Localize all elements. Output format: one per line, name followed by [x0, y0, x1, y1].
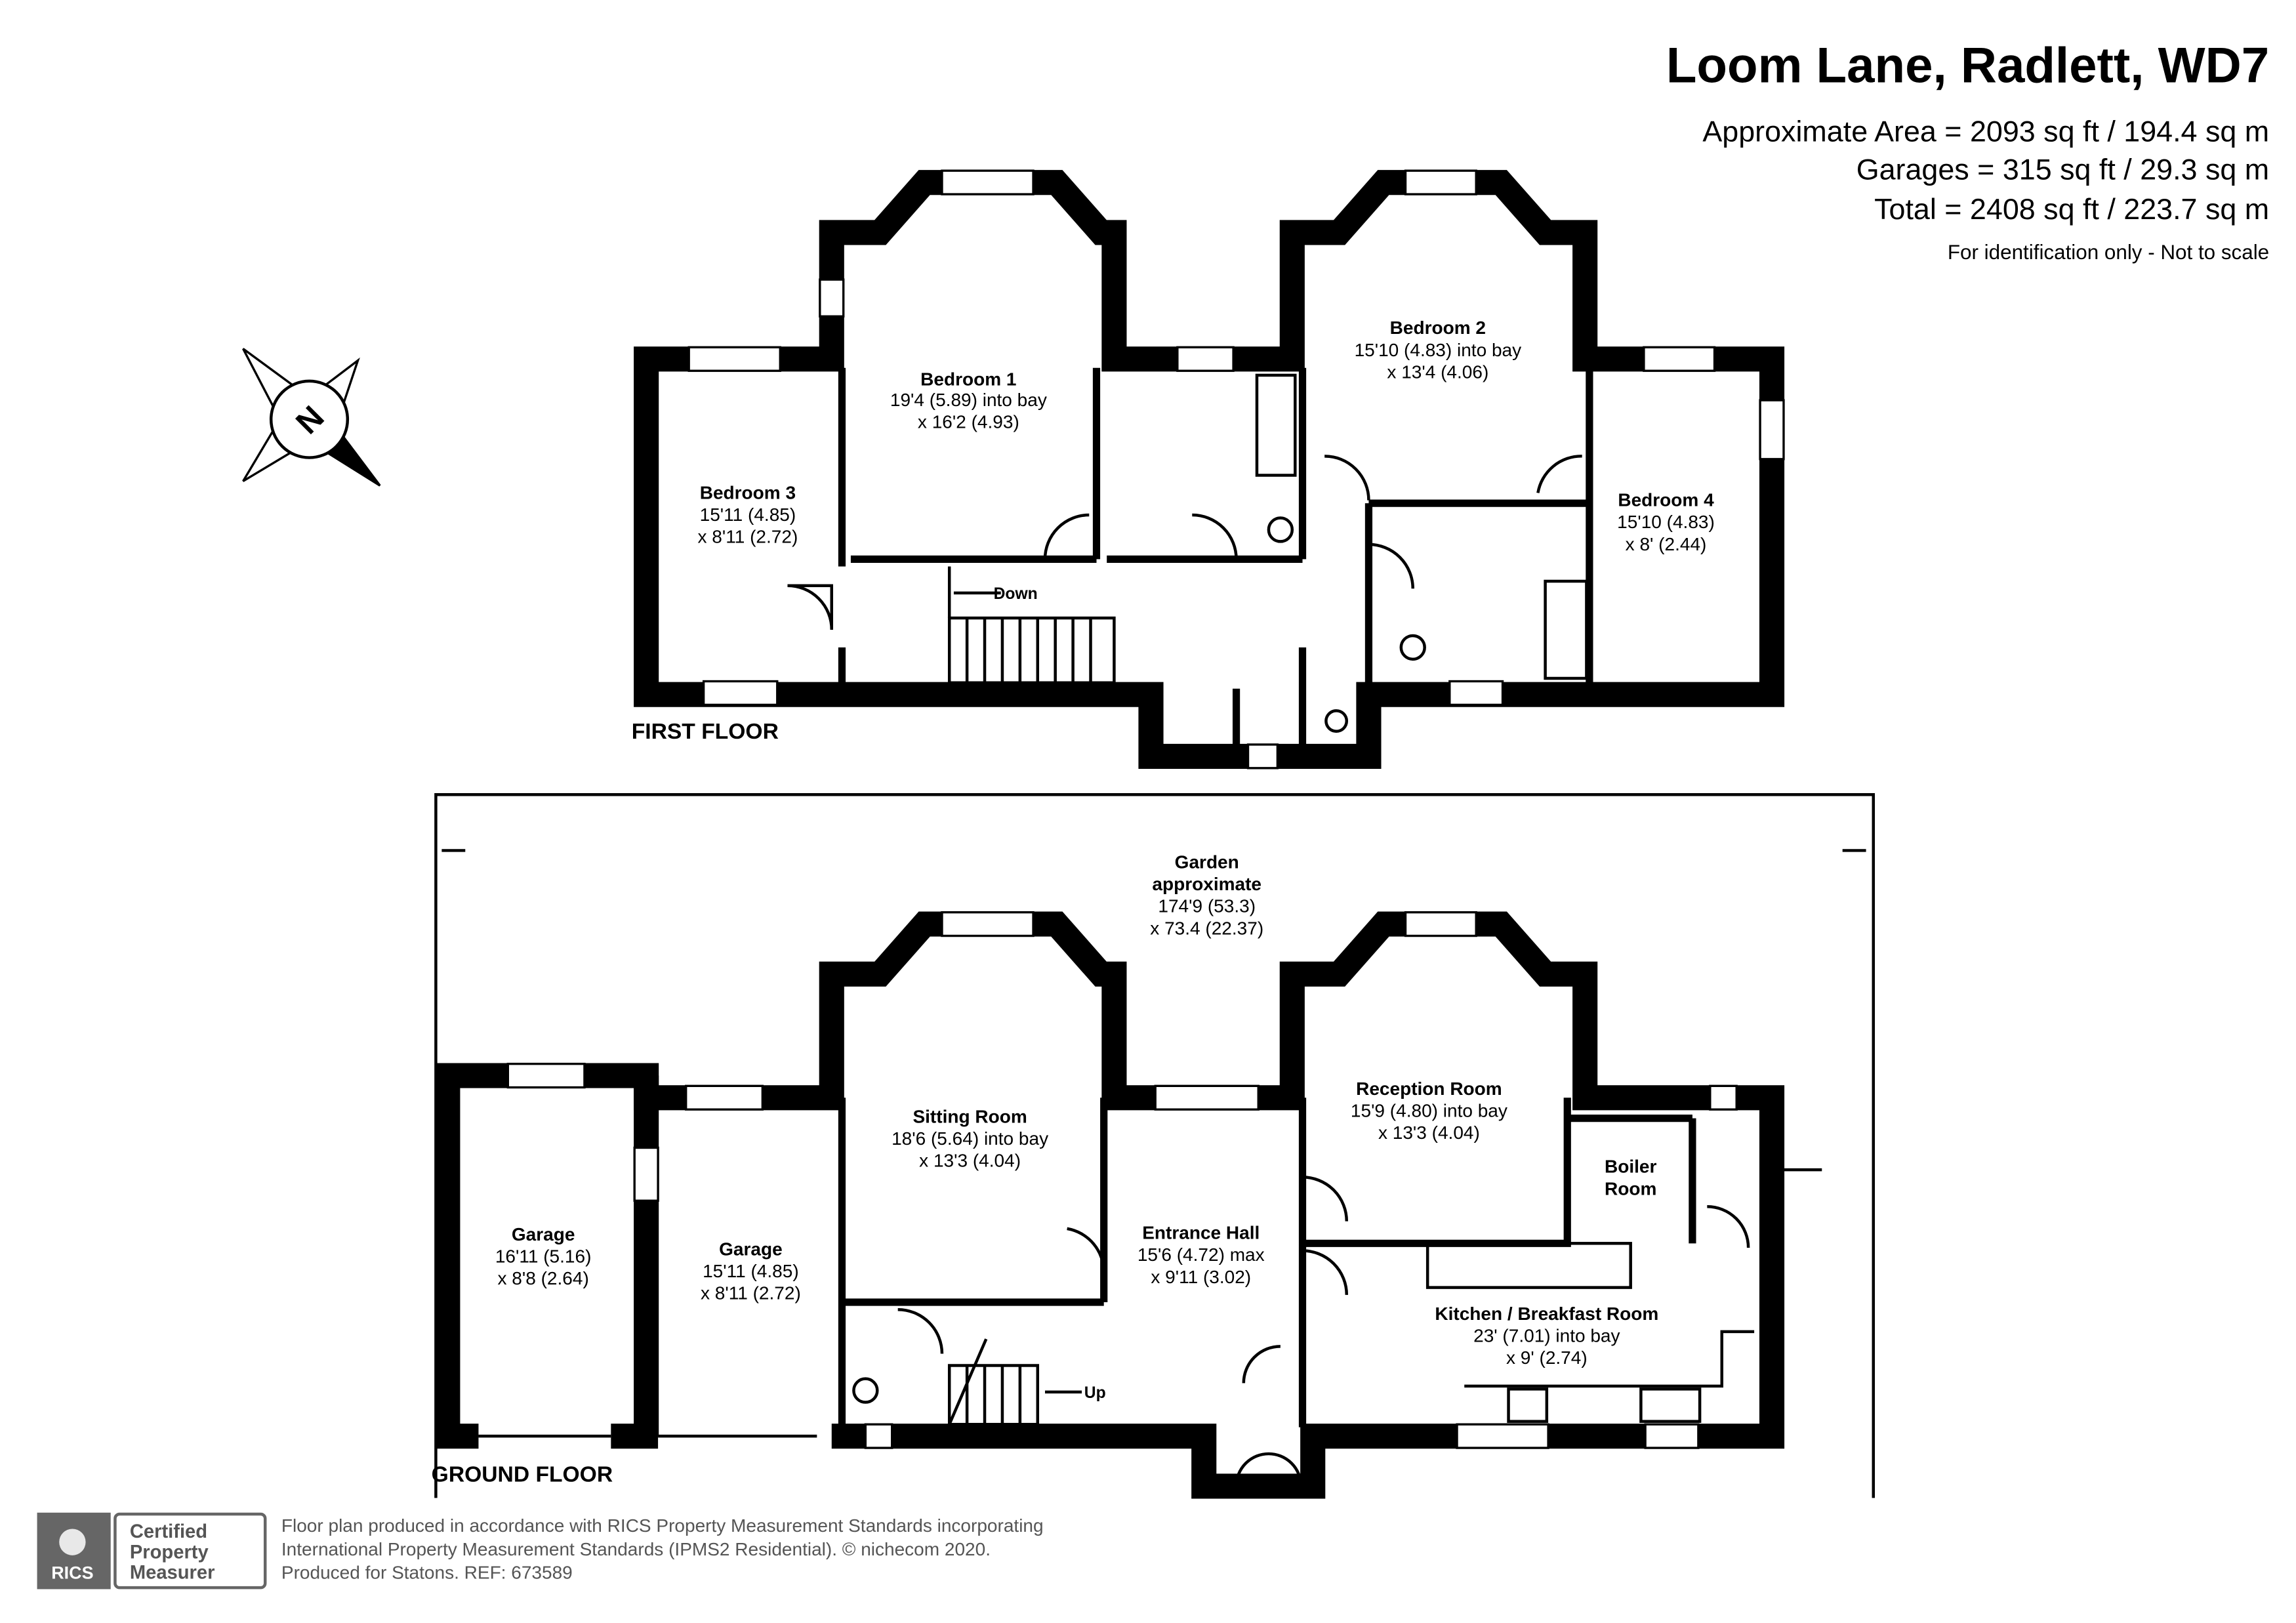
room-dimensions: x 8'11 (2.72) [701, 1283, 801, 1304]
footer-text: Floor plan produced in accordance with R… [281, 1515, 1044, 1536]
shower-icon [1255, 373, 1297, 477]
toilet-icon [1267, 516, 1294, 543]
garden-dimensions: x 73.4 (22.37) [1150, 918, 1263, 938]
footer-text: Produced for Statons. REF: 673589 [281, 1563, 573, 1583]
room-name: Sitting Room [912, 1106, 1027, 1126]
first-floor-plan: Down Bedroom 1 19'4 (5.89) into bay x 16… [632, 169, 1785, 770]
logo-text: Measurer [130, 1563, 215, 1584]
room-dimensions: x 13'4 (4.06) [1387, 361, 1488, 382]
logo-text: Certified [130, 1521, 207, 1542]
room-dimensions: 15'10 (4.83) into bay [1355, 340, 1522, 360]
compass-icon: N [242, 348, 381, 487]
room-name: Bedroom 4 [1618, 490, 1714, 510]
rics-logo: RICS Certified Property Measurer [37, 1512, 267, 1590]
room-dimensions: 15'10 (4.83) [1617, 512, 1715, 532]
stairs-up-label: Up [1084, 1384, 1106, 1402]
scale-note: For identification only - Not to scale [1948, 241, 2269, 264]
room-name: Bedroom 1 [920, 369, 1016, 390]
room-dimensions: x 8'8 (2.64) [497, 1268, 588, 1288]
room-dimensions: 23' (7.01) into bay [1473, 1326, 1620, 1346]
room-name: Reception Room [1356, 1079, 1502, 1099]
approximate-area: Approximate Area = 2093 sq ft / 194.4 sq… [1702, 114, 2269, 148]
first-floor-label: FIRST FLOOR [632, 720, 779, 744]
room-dimensions: x 8' (2.44) [1626, 534, 1707, 554]
room-name: Bedroom 2 [1390, 318, 1486, 338]
room-name: Room [1605, 1178, 1656, 1199]
french-doors [1154, 1084, 1260, 1111]
room-name: Kitchen / Breakfast Room [1435, 1304, 1658, 1324]
toilet-icon [852, 1377, 879, 1404]
room-dimensions: 15'11 (4.85) [703, 1261, 799, 1281]
room-dimensions: 15'9 (4.80) into bay [1351, 1100, 1507, 1120]
room-name: Garage [512, 1224, 575, 1244]
room-dimensions: 16'11 (5.16) [495, 1246, 592, 1266]
property-title: Loom Lane, Radlett, WD7 [1666, 38, 2269, 94]
room-dimensions: 15'11 (4.85) [700, 504, 796, 525]
room-dimensions: x 13'3 (4.04) [1378, 1122, 1480, 1143]
room-dimensions: 15'6 (4.72) max [1138, 1244, 1265, 1265]
room-dimensions: 18'6 (5.64) into bay [892, 1128, 1048, 1149]
ground-floor-label: GROUND FLOOR [432, 1463, 613, 1487]
footer-text: International Property Measurement Stand… [281, 1539, 991, 1559]
hob-icon [1507, 1387, 1549, 1423]
sink-icon [1639, 1387, 1702, 1423]
room-dimensions: 19'4 (5.89) into bay [890, 390, 1047, 410]
room-dimensions: x 9'11 (3.02) [1151, 1267, 1251, 1287]
garden-label: Garden [1175, 852, 1239, 872]
logo-text: Property [130, 1542, 209, 1563]
stairs-down-label: Down [994, 585, 1038, 603]
toilet-icon [1324, 709, 1349, 733]
room-name: Entrance Hall [1142, 1223, 1260, 1243]
rics-brand: RICS [51, 1563, 93, 1583]
room-dimensions: x 16'2 (4.93) [918, 412, 1019, 432]
room-dimensions: x 13'3 (4.04) [919, 1151, 1021, 1171]
room-name: Bedroom 3 [700, 482, 796, 503]
room-dimensions: x 9' (2.74) [1506, 1347, 1588, 1368]
total-area: Total = 2408 sq ft / 223.7 sq m [1874, 192, 2269, 226]
stairs [947, 566, 1116, 684]
toilet-icon [1399, 634, 1426, 661]
ground-floor-plan: Up Sitting Room 18'6 (5.64) into bay x 1… [432, 911, 1822, 1499]
room-name: Boiler [1605, 1157, 1656, 1177]
garden-label: approximate [1152, 874, 1261, 894]
bath-icon [1544, 579, 1588, 680]
room-name: Garage [719, 1239, 783, 1259]
garages-area: Garages = 315 sq ft / 29.3 sq m [1856, 153, 2269, 186]
room-dimensions: x 8'11 (2.72) [698, 527, 798, 547]
stairs [947, 1338, 1040, 1426]
garden-dimensions: 174'9 (53.3) [1158, 896, 1256, 916]
